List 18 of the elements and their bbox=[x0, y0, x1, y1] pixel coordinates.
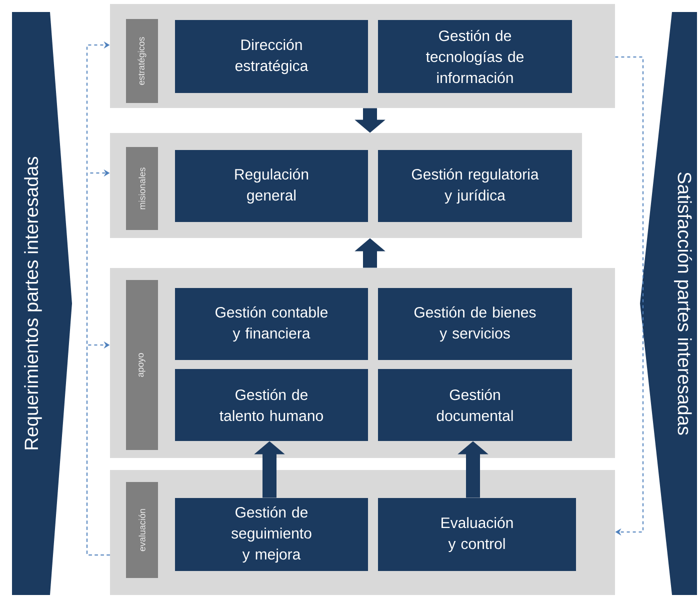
process-box: Gestión de tecnologías de información bbox=[378, 20, 572, 93]
category-label: evaluación bbox=[126, 482, 158, 578]
process-box: Evaluación y control bbox=[378, 498, 576, 571]
chevron-band: Satisfacción partes interesadas bbox=[640, 12, 697, 595]
process-box: Gestión documental bbox=[378, 369, 572, 441]
process-box: Dirección estratégica bbox=[175, 20, 368, 93]
process-box: Gestión regulatoria y jurídica bbox=[378, 150, 572, 222]
process-box: Gestión de seguimiento y mejora bbox=[175, 498, 368, 571]
category-label: apoyo bbox=[126, 280, 158, 450]
dashed-arrow bbox=[614, 56, 644, 536]
category-label: misionales bbox=[126, 147, 158, 230]
dashed-arrow bbox=[86, 341, 110, 556]
chevron-band: Requerimientos partes interesadas bbox=[12, 12, 72, 595]
process-box: Gestión de bienes y servicios bbox=[378, 288, 572, 360]
process-box: Regulación general bbox=[175, 150, 368, 222]
category-label: estratégicos bbox=[126, 19, 158, 103]
process-box: Gestión de talento humano bbox=[175, 369, 368, 441]
process-box: Gestión contable y financiera bbox=[175, 288, 368, 360]
